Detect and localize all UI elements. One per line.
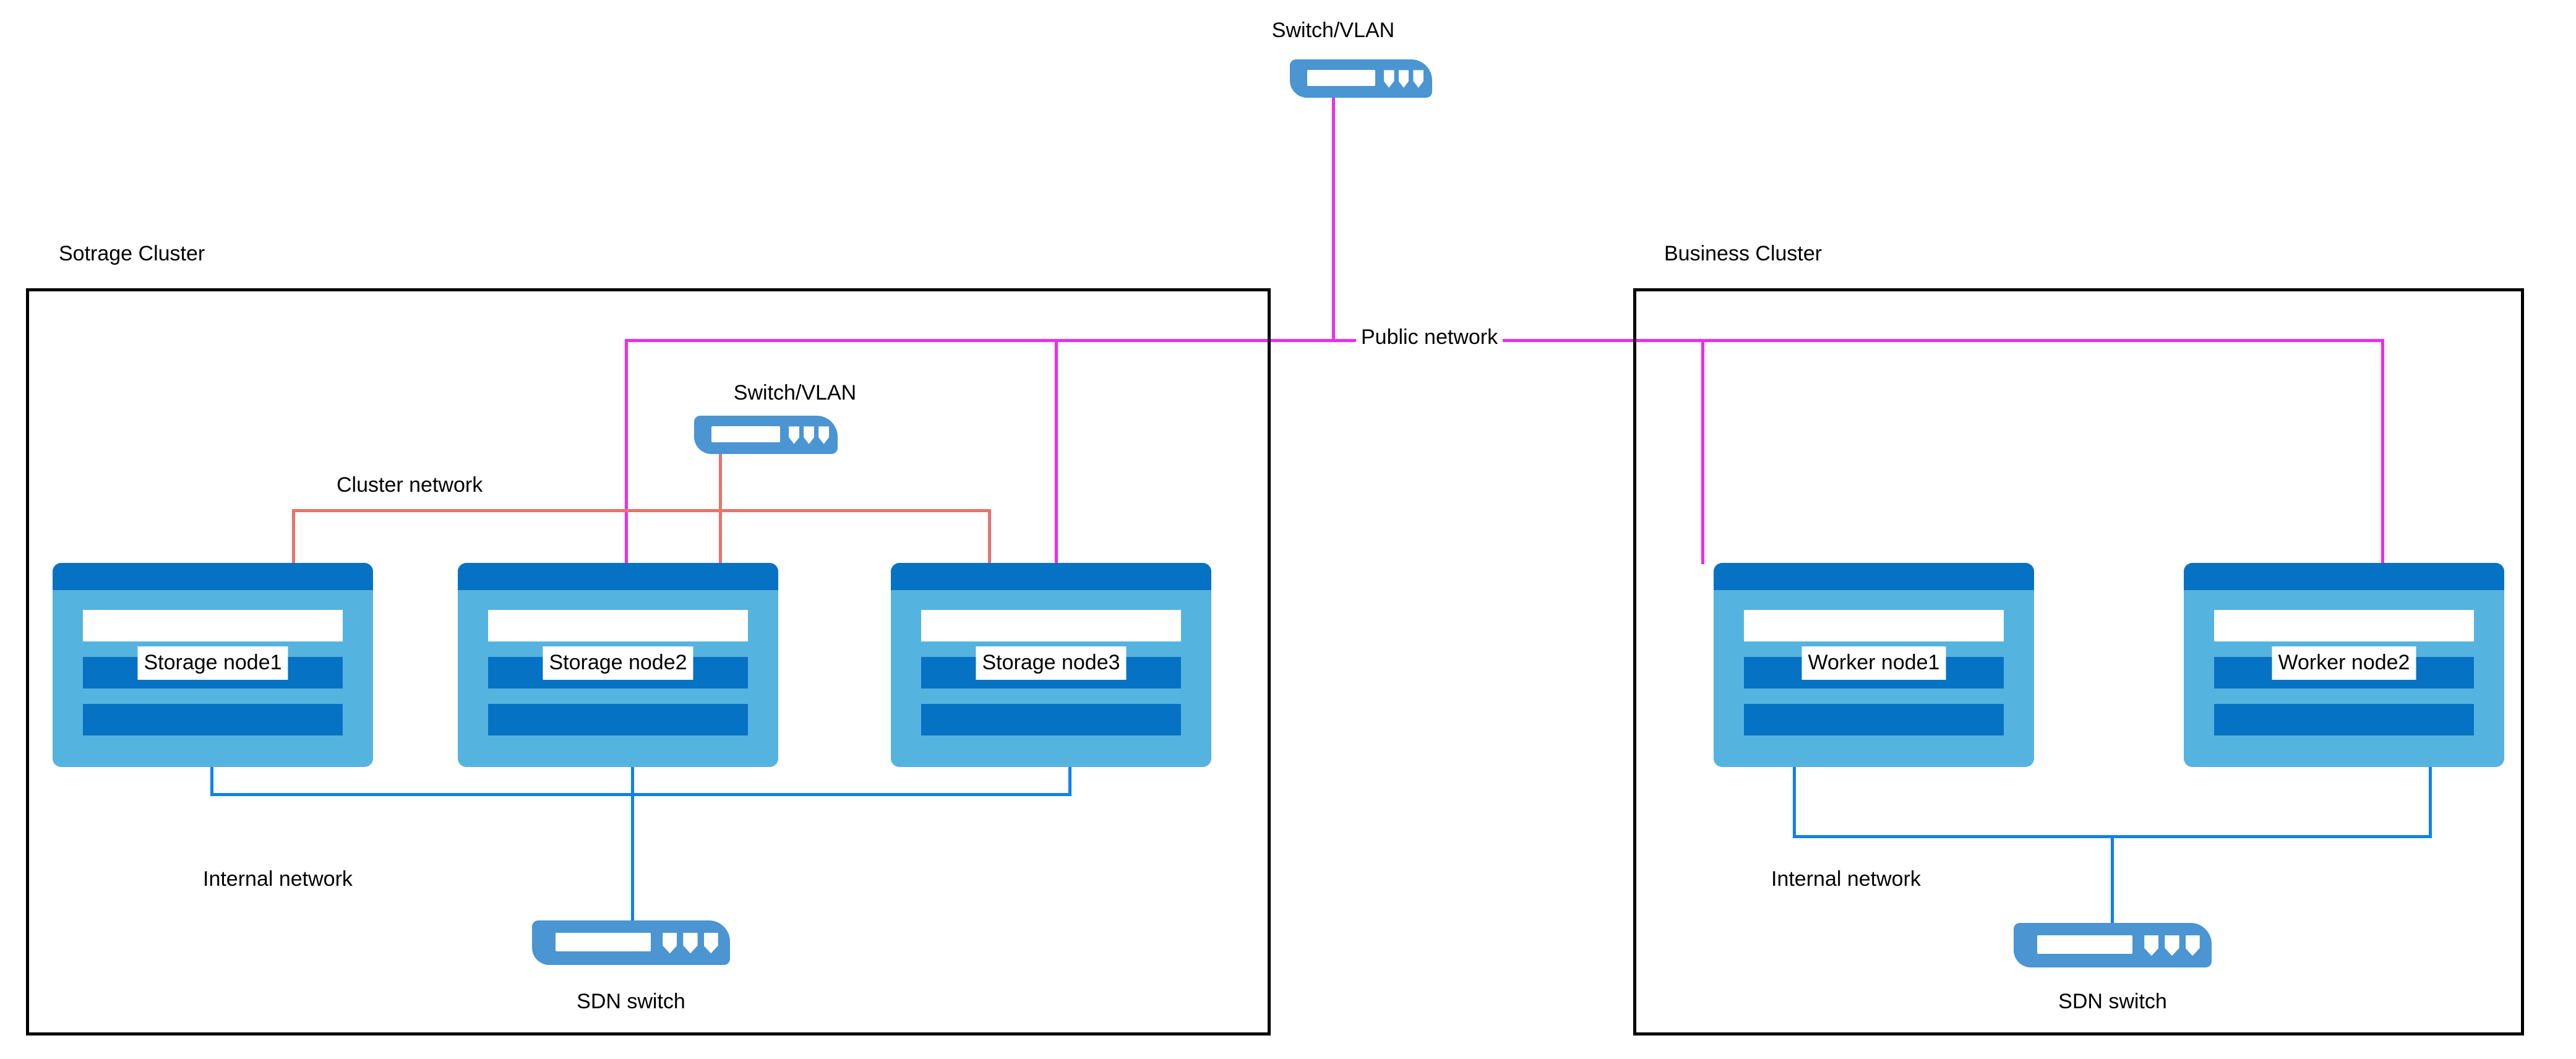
node-drive-bay	[83, 703, 343, 735]
cluster-network-drop-storage-node2	[719, 509, 722, 564]
switch-ports	[663, 933, 718, 954]
storage-cluster-boundary	[26, 288, 1271, 1035]
server-icon-storage-node2[interactable]: Storage node2	[458, 563, 778, 767]
node-drive-bay	[488, 703, 748, 735]
storage-node2-label: Storage node2	[543, 646, 693, 680]
switch-port-icon	[663, 933, 677, 954]
switch-icon-top[interactable]	[1290, 59, 1432, 98]
business-cluster-boundary	[1633, 288, 2524, 1035]
switch-ports	[2144, 935, 2200, 956]
node-drive-bay	[2214, 703, 2474, 735]
switch-icon-sdn-business[interactable]	[2014, 923, 2212, 967]
switch-ports	[1383, 70, 1424, 88]
storage-switch-label: Switch/VLAN	[733, 381, 857, 405]
sdn-switch-label-business: SDN switch	[2058, 990, 2167, 1013]
public-network-label: Public network	[1356, 327, 1503, 348]
storage-cluster-caption: Sotrage Cluster	[59, 242, 205, 265]
worker-node2-label: Worker node2	[2272, 646, 2416, 680]
internal-network-drop-worker-node1	[1793, 767, 1796, 837]
top-switch-label: Switch/VLAN	[1271, 19, 1395, 42]
switch-port-icon	[1383, 70, 1394, 88]
server-icon-storage-node3[interactable]: Storage node3	[891, 563, 1211, 767]
node-header	[458, 563, 778, 590]
internal-network-label-storage: Internal network	[198, 868, 358, 890]
internal-network-bus-storage	[210, 793, 1071, 796]
public-network-link-top-switch	[1332, 96, 1335, 341]
internal-network-label-business: Internal network	[1766, 868, 1926, 890]
switch-port-icon	[1398, 70, 1409, 88]
cluster-network-drop-storage-node1	[292, 509, 295, 564]
node-drive-bay	[1744, 703, 2004, 735]
server-icon-worker-node2[interactable]: Worker node2	[2184, 563, 2504, 767]
switch-port-icon	[683, 933, 698, 954]
server-icon-worker-node1[interactable]: Worker node1	[1714, 563, 2034, 767]
business-cluster-caption: Business Cluster	[1664, 242, 1823, 265]
public-network-drop-worker-node2	[2381, 339, 2384, 564]
switch-slot	[2037, 935, 2132, 954]
node-slot	[921, 609, 1181, 642]
public-network-drop-storage-node2	[625, 339, 628, 564]
public-network-bus-right	[1331, 339, 2383, 342]
switch-slot	[1307, 70, 1375, 87]
switch-port-icon	[1413, 70, 1424, 88]
internal-network-link-sdn-business	[2111, 835, 2114, 928]
storage-node1-label: Storage node1	[137, 646, 288, 680]
node-slot	[83, 609, 343, 642]
internal-network-drop-storage-node1	[210, 767, 213, 795]
switch-port-icon	[804, 426, 815, 444]
node-slot	[1744, 609, 2004, 642]
switch-port-icon	[2144, 935, 2159, 956]
public-network-drop-storage-node3	[1055, 339, 1058, 564]
node-header	[53, 563, 373, 590]
cluster-network-bus	[292, 509, 991, 512]
server-icon-storage-node1[interactable]: Storage node1	[53, 563, 373, 767]
switch-icon-storage[interactable]	[694, 416, 838, 454]
storage-node3-label: Storage node3	[976, 646, 1127, 680]
node-header	[891, 563, 1211, 590]
switch-slot	[711, 426, 781, 443]
internal-network-drop-storage-node2	[631, 767, 634, 795]
sdn-switch-label-storage: SDN switch	[577, 990, 685, 1013]
cluster-network-link-switch	[719, 453, 722, 510]
switch-port-icon	[2185, 935, 2200, 956]
switch-port-icon	[2165, 935, 2179, 956]
switch-slot	[556, 933, 651, 952]
worker-node1-label: Worker node1	[1801, 646, 1946, 680]
cluster-network-label: Cluster network	[332, 474, 488, 495]
node-slot	[2214, 609, 2474, 642]
public-network-bus-left	[626, 339, 1335, 342]
internal-network-link-sdn-storage	[631, 793, 634, 922]
internal-network-drop-storage-node3	[1068, 767, 1071, 795]
switch-port-icon	[818, 426, 830, 444]
node-header	[1714, 563, 2034, 590]
node-header	[2184, 563, 2504, 590]
node-slot	[488, 609, 748, 642]
internal-network-drop-worker-node2	[2429, 767, 2432, 837]
switch-port-icon	[703, 933, 718, 954]
node-drive-bay	[921, 703, 1181, 735]
cluster-network-drop-storage-node3	[988, 509, 991, 564]
public-network-drop-worker-node1	[1701, 339, 1704, 564]
switch-port-icon	[789, 426, 799, 444]
switch-ports	[789, 426, 830, 444]
switch-icon-sdn-storage[interactable]	[532, 920, 730, 965]
